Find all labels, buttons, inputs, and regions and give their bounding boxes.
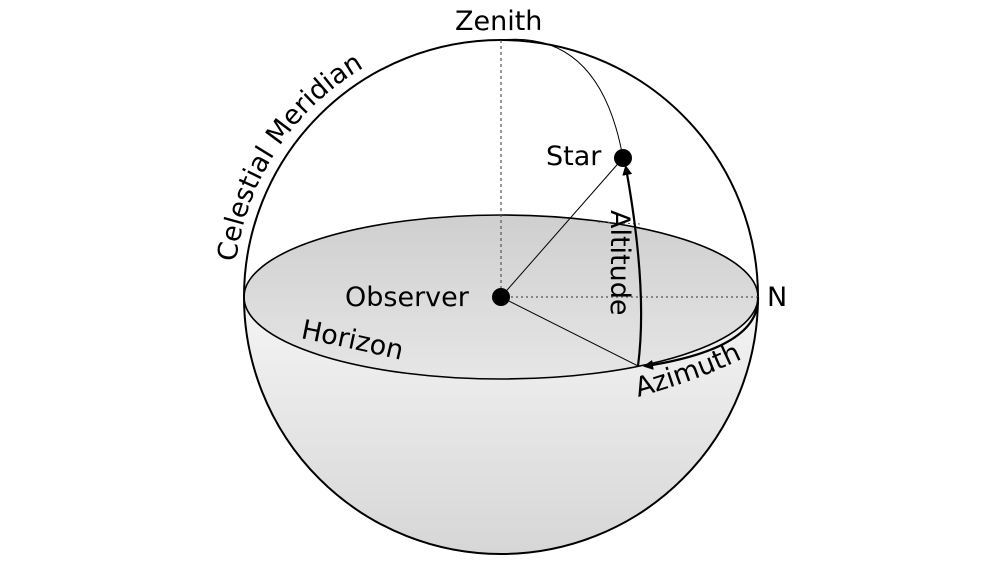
- altitude-label: Altitude: [604, 210, 635, 316]
- altitude-arc: [622, 165, 643, 367]
- zenith-label: Zenith: [455, 6, 542, 37]
- observer-star-line: [500, 157, 624, 298]
- zenith-star-arc: [500, 38, 624, 159]
- star-point: [614, 149, 632, 167]
- azimuth-arc: [643, 296, 760, 370]
- observer-label: Observer: [345, 282, 470, 313]
- star-back-guide: [597, 221, 641, 225]
- celestial-meridian-text: Celestial Meridian: [212, 47, 368, 263]
- north-label: N: [767, 282, 787, 313]
- star-label: Star: [546, 141, 602, 172]
- observer-azimuth-line: [500, 296, 639, 367]
- celestial-meridian-label: Celestial Meridian: [212, 47, 368, 263]
- observer-point: [492, 288, 510, 306]
